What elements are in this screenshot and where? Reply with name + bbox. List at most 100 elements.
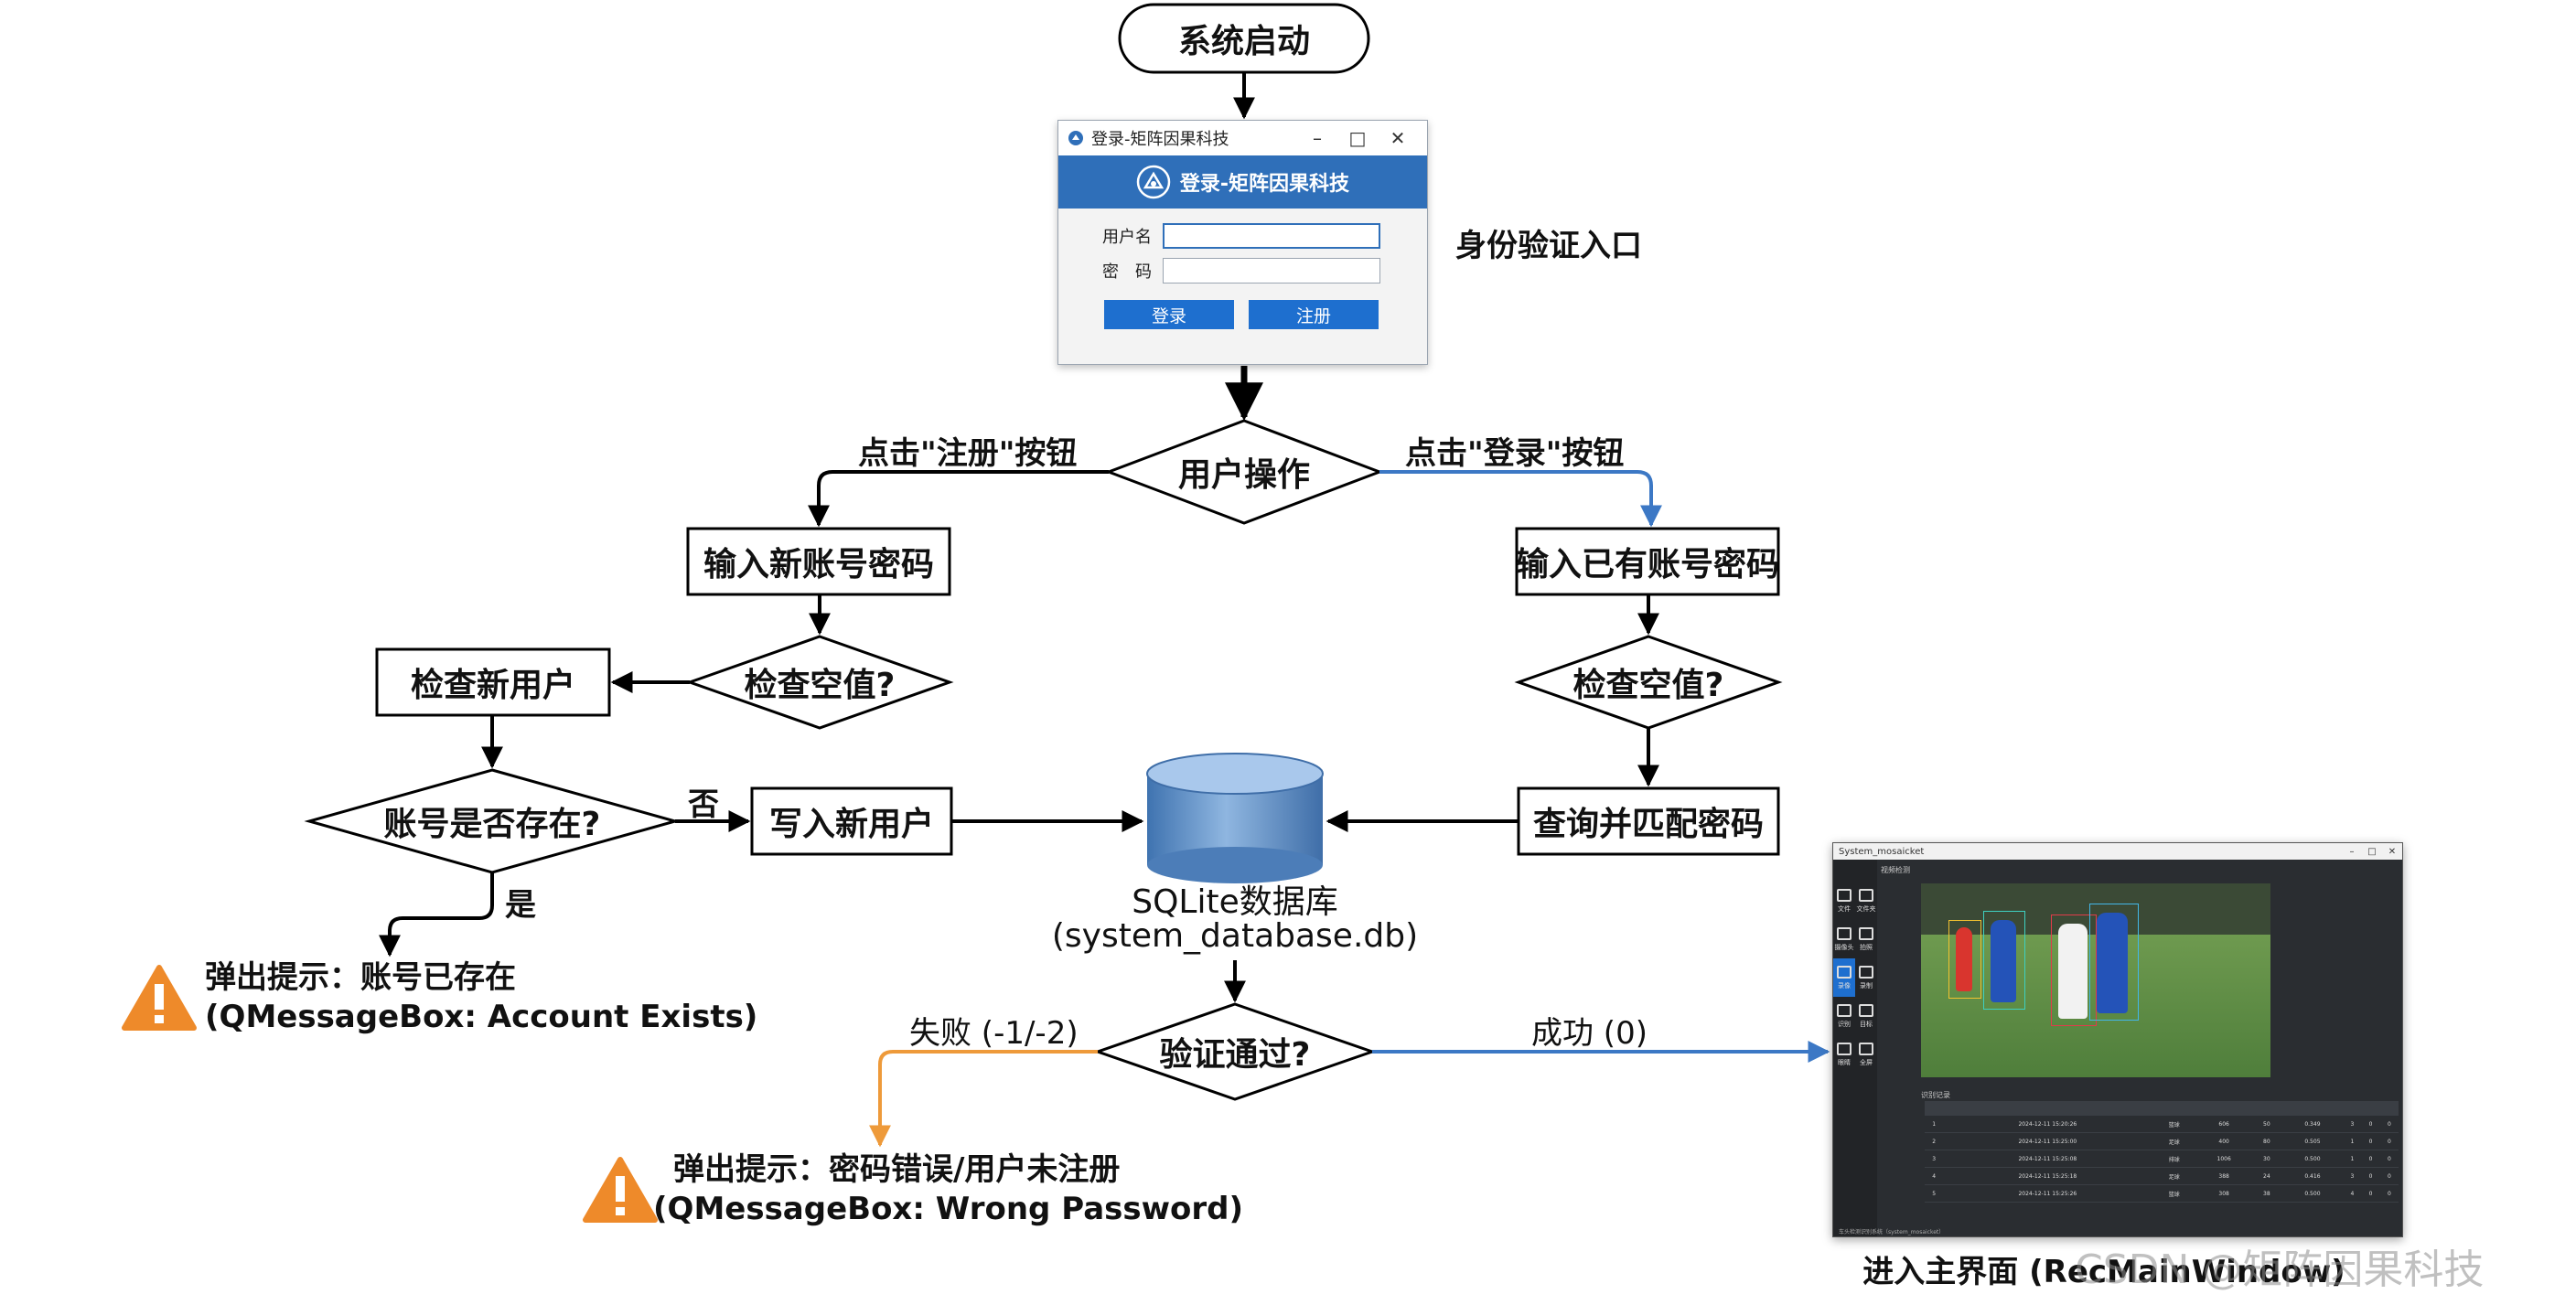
login-window: 登录-矩阵因果科技 – □ ✕ 登录-矩阵因果科技 用户名 密 码 登录 注册	[1057, 120, 1428, 365]
table-cell: 1	[1925, 1116, 1944, 1133]
edge-exists-alert	[379, 872, 494, 957]
table-cell: 0.349	[2281, 1116, 2344, 1133]
minimize-icon[interactable]: –	[1313, 127, 1322, 149]
edge-action-login-blue	[1379, 470, 1662, 528]
sidebar-item-label: 摄像头	[1834, 943, 1854, 951]
table-cell: 篮球	[2152, 1184, 2197, 1203]
edge-verify-fail-orange	[869, 1050, 1098, 1148]
database-file-label: (system_database.db)	[1051, 916, 1419, 955]
sidebar-item-label: 眼睛	[1838, 1058, 1851, 1066]
check-empty-left-diamond	[685, 635, 954, 730]
login-buttons: 登录 注册	[1104, 300, 1427, 329]
database-cylinder	[1146, 753, 1324, 883]
close-icon[interactable]: ✕	[2388, 846, 2397, 857]
close-icon[interactable]: ✕	[1390, 127, 1406, 149]
input-existing-shape	[1515, 527, 1780, 596]
table-cell: 0	[2379, 1116, 2399, 1133]
edge-label-register: 点击"注册"按钮	[858, 435, 1078, 472]
table-cell: 3	[1925, 1150, 1944, 1168]
sidebar-item[interactable]: 全屏	[1855, 1035, 1877, 1074]
edge-action-register	[808, 470, 1109, 528]
player-figure	[2058, 924, 2088, 1019]
sidebar-item-label: 拍照	[1860, 943, 1873, 951]
check-new-user-node: 检查新用户	[410, 667, 575, 704]
watermark: CSDN @矩阵因果科技	[2075, 1246, 2485, 1293]
tab-video-detect[interactable]: 视频检测	[1881, 866, 1910, 874]
table-header-cell	[2343, 1101, 2362, 1116]
write-user-node: 写入新用户	[768, 806, 934, 843]
table-header-cell	[1925, 1101, 1944, 1116]
alert-account-exists: 弹出提示：账号已存在 (QMessageBox: Account Exists)	[205, 958, 757, 1036]
alert-wrong-password-title: 弹出提示：密码错误/用户未注册	[673, 1151, 1121, 1188]
username-input[interactable]	[1163, 223, 1380, 249]
warning-triangle-icon	[583, 1157, 658, 1223]
auth-entry-label: 身份验证入口	[1455, 227, 1642, 264]
table-cell: 2	[1925, 1132, 1944, 1150]
table-cell: 0	[2361, 1184, 2380, 1203]
sidebar-item[interactable]: 录像	[1833, 958, 1855, 997]
table-cell: 2024-12-11 15:20:26	[1943, 1116, 2152, 1133]
table-cell: 0	[2361, 1167, 2380, 1185]
login-banner: 登录-矩阵因果科技	[1058, 155, 1427, 209]
login-button[interactable]: 登录	[1104, 300, 1234, 329]
sidebar-item-label: 识别	[1838, 1020, 1851, 1028]
username-row: 用户名	[1102, 223, 1427, 249]
detection-box	[1983, 911, 2025, 1010]
sidebar-item[interactable]: 录制	[1855, 958, 1877, 997]
sidebar-item-label: 全屏	[1860, 1058, 1873, 1066]
user-action-node: 用户操作	[1177, 456, 1310, 494]
table-header-cell	[2379, 1101, 2399, 1116]
table-cell: 2024-12-11 15:25:26	[1943, 1184, 2152, 1203]
table-cell: 80	[2251, 1132, 2282, 1150]
login-titlebar: 登录-矩阵因果科技 – □ ✕	[1058, 121, 1427, 155]
alert-wrong-password-detail: (QMessageBox: Wrong Password)	[653, 1190, 1244, 1227]
sidebar-item[interactable]: 文件夹	[1855, 882, 1877, 920]
sidebar-item[interactable]: 目标	[1855, 997, 1877, 1035]
minimize-icon[interactable]: –	[2349, 846, 2355, 857]
sidebar-item-icon	[1837, 1003, 1852, 1017]
alert-wrong-password: 弹出提示：密码错误/用户未注册 (QMessageBox: Wrong Pass…	[653, 1150, 1243, 1228]
password-input[interactable]	[1163, 258, 1380, 283]
sidebar-item[interactable]: 眼睛	[1833, 1035, 1855, 1074]
table-header-cell	[2196, 1101, 2252, 1116]
table-cell: 足球	[2152, 1167, 2197, 1185]
input-new-node: 输入新账号密码	[703, 546, 934, 583]
sidebar-item-icon	[1837, 965, 1852, 979]
sidebar-item[interactable]: 拍照	[1855, 920, 1877, 958]
table-cell: 0.500	[2281, 1150, 2344, 1168]
sidebar-item[interactable]: 识别	[1833, 997, 1855, 1035]
table-cell: 388	[2196, 1167, 2252, 1185]
table-cell: 4	[2343, 1184, 2362, 1203]
sidebar-item-icon	[1837, 888, 1852, 902]
table-cell: 0.500	[2281, 1184, 2344, 1203]
table-cell: 0.416	[2281, 1167, 2344, 1185]
app-logo-icon	[1068, 131, 1083, 145]
table-cell: 0	[2361, 1116, 2380, 1133]
table-cell: 30	[2251, 1150, 2282, 1168]
table-cell: 1006	[2196, 1150, 2252, 1168]
main-window: System_mosaicket – □ ✕ 文件文件夹摄像头拍照录像录制识别目…	[1832, 842, 2403, 1237]
sidebar-item-label: 文件夹	[1856, 904, 1876, 913]
sidebar-item-icon	[1859, 888, 1873, 902]
login-banner-title: 登录-矩阵因果科技	[1179, 173, 1350, 196]
table-header-cell	[2152, 1101, 2197, 1116]
sidebar-item[interactable]: 摄像头	[1833, 920, 1855, 958]
sidebar-item-icon	[1859, 926, 1873, 940]
register-button[interactable]: 注册	[1249, 300, 1379, 329]
sidebar-item[interactable]: 文件	[1833, 882, 1855, 920]
table-cell: 50	[2251, 1116, 2282, 1133]
table-cell: 0	[2379, 1132, 2399, 1150]
alert-account-exists-detail: (QMessageBox: Account Exists)	[205, 998, 758, 1035]
maximize-icon[interactable]: □	[2367, 846, 2377, 857]
main-sidebar: 文件文件夹摄像头拍照录像录制识别 目标眼睛 全屏	[1833, 860, 1877, 1236]
start-node: 系统启动	[1177, 23, 1310, 60]
maximize-icon[interactable]: □	[1348, 127, 1367, 149]
sidebar-item-label: 目标	[1860, 1020, 1873, 1028]
